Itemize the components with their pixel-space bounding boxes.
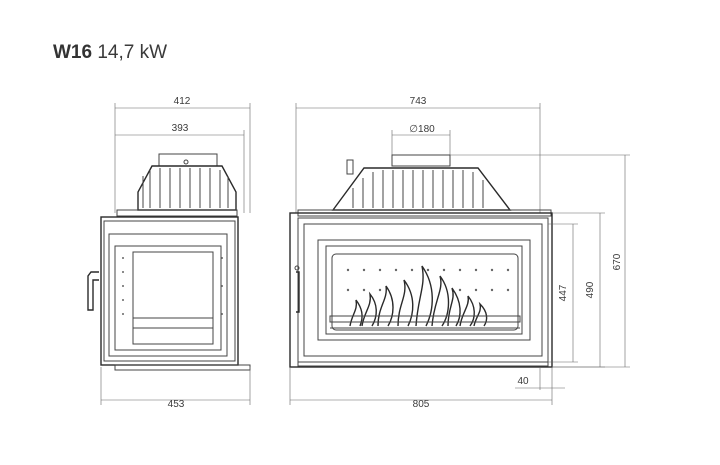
dim-front-bottom: 805 (413, 399, 430, 410)
dim-side-bottom: 453 (168, 399, 185, 410)
front-view: 743 ∅180 (289, 96, 630, 410)
side-top-plate (116, 209, 238, 217)
dim-side-top-outer: 412 (174, 96, 191, 107)
front-flames (349, 265, 488, 327)
side-base (114, 364, 251, 371)
model-name: W16 (53, 42, 93, 63)
front-door-handle (296, 271, 300, 313)
front-side-pipe (346, 159, 354, 175)
dim-front-flue: ∅180 (409, 124, 435, 135)
side-flue-collar (158, 153, 218, 167)
side-body (100, 216, 239, 366)
front-frame (289, 212, 553, 368)
dim-front-base-offset: 40 (517, 376, 529, 387)
page-title: W16 14,7 kW (53, 42, 167, 64)
side-view: 412 393 (87, 96, 251, 410)
front-grate (329, 315, 521, 323)
dim-front-height-mid: 490 (585, 281, 596, 298)
side-door-handle (87, 271, 99, 311)
front-base (297, 361, 549, 367)
front-air-holes (346, 268, 510, 292)
dim-front-height-inner: 447 (558, 284, 569, 301)
model-power: 14,7 kW (97, 42, 168, 63)
side-hood (137, 165, 237, 211)
front-flue-collar (391, 154, 451, 167)
dim-side-top-inner: 393 (172, 123, 189, 134)
dim-front-height-total: 670 (612, 253, 623, 270)
front-glass (325, 245, 523, 335)
dim-front-top: 743 (410, 96, 427, 107)
